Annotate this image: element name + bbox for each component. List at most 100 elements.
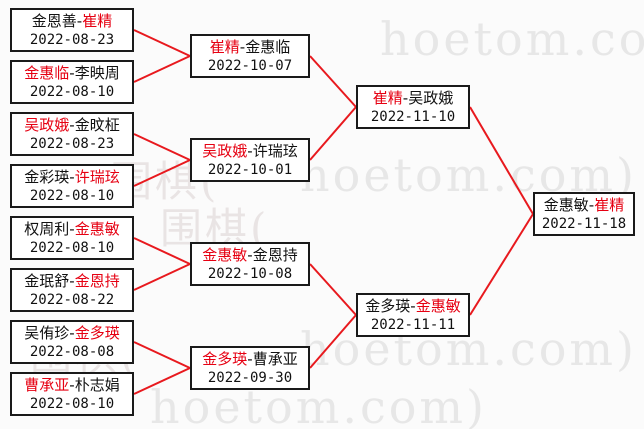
player-left: 金珉舒 [24,272,70,290]
bracket-connector [469,213,534,316]
player-left: 金多瑛 [365,297,411,315]
match-players: 崔精-金惠临 [192,38,308,57]
player-right: 崔精 [82,12,113,30]
player-separator: - [69,376,75,394]
match-date: 2022-08-10 [29,396,115,412]
match-date: 2022-11-10 [370,109,456,125]
player-left: 权周利 [24,220,70,238]
match-date: 2022-08-22 [29,292,115,308]
match-players: 金惠敏-崔精 [535,196,633,215]
match-players: 金多瑛-曹承亚 [192,350,308,369]
player-left: 金惠临 [24,64,70,82]
player-left: 崔精 [209,38,240,56]
player-separator: - [247,246,253,264]
player-right: 崔精 [594,196,625,214]
match-date: 2022-11-18 [541,216,627,232]
player-left: 金多瑛 [202,350,248,368]
match-date: 2022-08-23 [29,136,115,152]
player-left: 金彩瑛 [24,168,70,186]
watermark-text: hoetom.com) [380,12,644,66]
match-players: 吴政娥-许瑞玹 [192,142,308,161]
bracket-connector [133,367,191,395]
player-left: 曹承亚 [24,376,70,394]
player-left: 金恩善 [31,12,77,30]
bracket-connector [309,55,357,108]
player-right: 金恩持 [74,272,120,290]
match-players: 金彩瑛-许瑞玹 [12,168,132,187]
player-right: 李映周 [74,64,120,82]
player-separator: - [588,196,595,214]
bracket-connector [133,29,191,57]
player-right: 金惠敏 [74,220,120,238]
player-right: 朴志娟 [74,376,120,394]
player-separator: - [76,12,83,30]
match-date: 2022-08-10 [29,84,115,100]
match-date: 2022-09-30 [207,370,293,386]
match-players: 权周利-金惠敏 [12,220,132,239]
player-right: 金惠敏 [415,297,461,315]
player-separator: - [410,297,416,315]
match-date: 2022-08-10 [29,188,115,204]
player-right: 许瑞玹 [252,142,298,160]
player-left: 吴侑珍 [24,324,70,342]
player-separator: - [247,142,253,160]
bracket-connector [309,263,357,316]
match-players: 金恩善-崔精 [12,12,132,31]
player-right: 金惠临 [245,38,291,56]
match-players: 崔精-吴政娥 [358,89,468,108]
player-separator: - [247,350,253,368]
player-separator: - [69,272,75,290]
match-players: 吴侑珍-金多瑛 [12,324,132,343]
match-players: 金惠敏-金恩持 [192,246,308,265]
player-right: 吴政娥 [408,89,454,107]
match-players: 金惠临-李映周 [12,64,132,83]
player-right: 金恩持 [252,246,298,264]
player-left: 金惠敏 [202,246,248,264]
bracket-connector [469,106,534,215]
match-date: 2022-10-01 [207,162,293,178]
bracket-connector [309,106,357,161]
bracket-connector [133,133,191,161]
bracket-connector [133,159,191,187]
player-separator: - [69,116,75,134]
player-separator: - [69,168,75,186]
player-left: 吴政娥 [24,116,70,134]
bracket-connector [133,341,191,369]
bracket-connector [309,314,357,369]
player-right: 金多瑛 [74,324,120,342]
match-date: 2022-08-10 [29,240,115,256]
player-right: 曹承亚 [252,350,298,368]
match-players: 金珉舒-金恩持 [12,272,132,291]
match-players: 吴政娥-金旼柾 [12,116,132,135]
player-right: 金旼柾 [74,116,120,134]
player-separator: - [239,38,246,56]
bracket-connector [133,237,191,265]
match-date: 2022-11-11 [370,317,456,333]
player-separator: - [69,64,75,82]
match-date: 2022-10-08 [207,266,293,282]
match-date: 2022-08-08 [29,344,115,360]
bracket-connector [133,55,191,83]
match-players: 金多瑛-金惠敏 [358,297,468,316]
player-right: 许瑞玹 [74,168,120,186]
player-left: 崔精 [372,89,403,107]
bracket-connector [133,263,191,291]
match-players: 曹承亚-朴志娟 [12,376,132,395]
player-separator: - [69,324,75,342]
